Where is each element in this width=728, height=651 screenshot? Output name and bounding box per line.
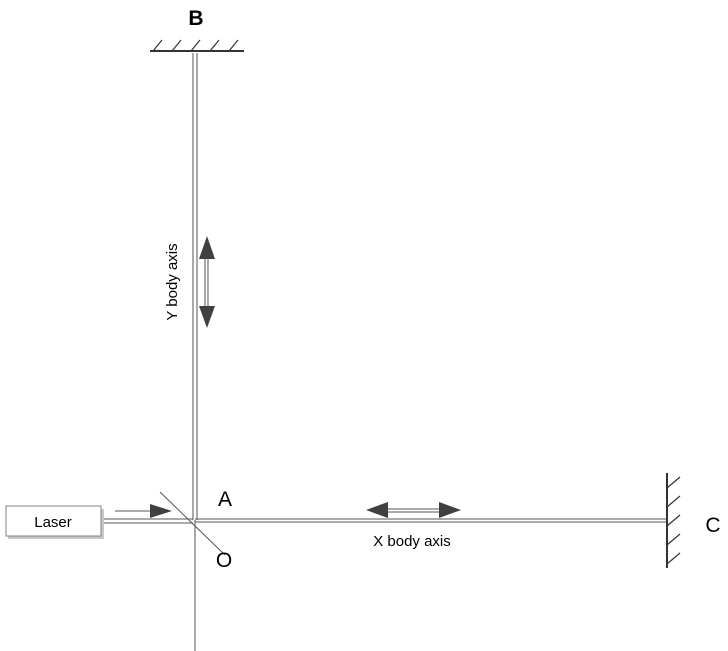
x-axis-double-arrow xyxy=(366,502,461,518)
mirror-b xyxy=(150,39,244,52)
laser-beam xyxy=(103,518,193,524)
mirror-c xyxy=(666,473,681,568)
laser-label: Laser xyxy=(34,514,72,531)
laser-direction-arrow xyxy=(115,504,172,518)
point-b-label: B xyxy=(188,7,203,30)
y-axis-double-arrow xyxy=(199,236,215,328)
y-beam xyxy=(192,53,198,651)
point-o-label: O xyxy=(216,549,232,572)
x-axis-label: X body axis xyxy=(373,533,451,550)
y-axis-label: Y body axis xyxy=(164,243,181,320)
beam-splitter xyxy=(159,491,226,556)
point-a-label: A xyxy=(218,488,232,511)
point-c-label: C xyxy=(705,514,720,537)
laser-box xyxy=(5,505,104,539)
x-beam xyxy=(195,518,666,523)
